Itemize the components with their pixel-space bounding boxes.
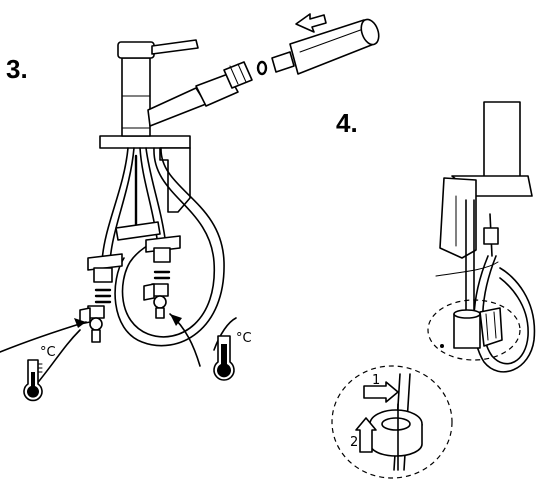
thermometer-cold-icon xyxy=(23,359,43,402)
faucet-assembly-step3 xyxy=(79,13,380,347)
thermometer-cold-unit: °C xyxy=(40,345,56,360)
step-1-number: 1 xyxy=(372,373,380,388)
hose-weight-detail-marker xyxy=(427,299,521,361)
hot-supply-line xyxy=(169,313,237,367)
hot-angle-valve-icon xyxy=(143,283,169,319)
o-ring-icon xyxy=(256,60,268,76)
step-4-label: 4. xyxy=(336,108,358,138)
thermometer-hot-unit: °C xyxy=(236,331,252,346)
cold-angle-valve-icon xyxy=(79,305,105,343)
step-2-arrow-icon xyxy=(355,417,377,453)
hose-weight-mounting-detail: 1 2 xyxy=(331,365,453,479)
step-3-label: 3. xyxy=(6,54,28,84)
push-direction-arrow-icon xyxy=(295,13,327,33)
spray-head-icon xyxy=(271,18,380,75)
thermometer-hot-icon xyxy=(213,335,235,381)
step-1-arrow-icon xyxy=(363,381,399,403)
step-2-number: 2 xyxy=(350,435,358,450)
hose-nut-icon xyxy=(223,61,253,89)
